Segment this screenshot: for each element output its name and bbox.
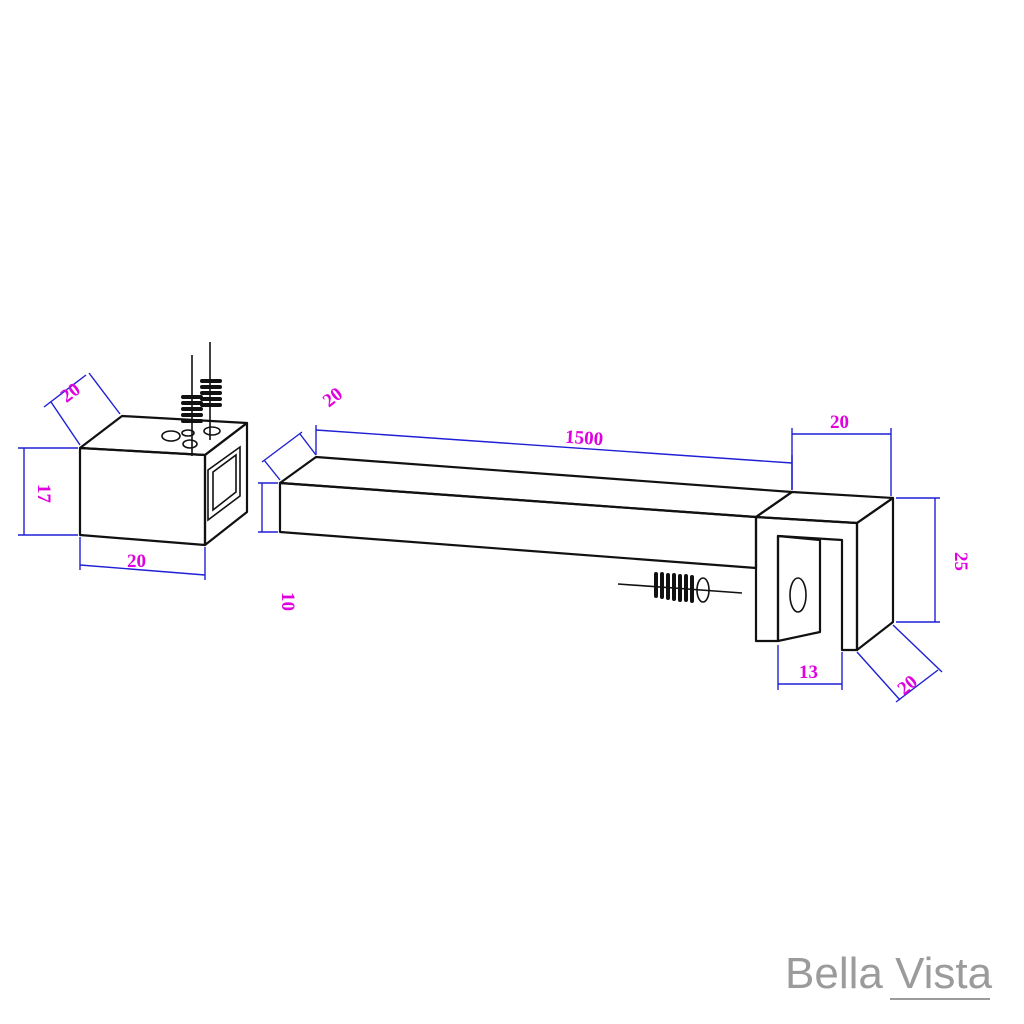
bella-vista-logo: Bella Vista (785, 949, 993, 1000)
dim-line-bracket-height (896, 497, 940, 623)
dim-block-bottom-label: 20 (127, 551, 146, 572)
dim-line-block-height (18, 447, 78, 536)
dim-line-block-bottom (79, 537, 206, 580)
dim-line-bracket-slot (777, 645, 843, 690)
dim-bracket-height-label: 25 (950, 552, 971, 571)
grub-screw-3 (617, 572, 743, 603)
dim-bracket-slot-label: 13 (799, 662, 818, 683)
dim-block-height-label: 17 (33, 484, 54, 504)
dim-arm-length-label: 1500 (564, 427, 603, 451)
grub-screw-2 (200, 342, 222, 440)
dim-line-arm-depth (261, 431, 317, 481)
glass-clamp-bracket (754, 490, 895, 652)
dim-bracket-depth-label: 20 (894, 671, 922, 699)
grub-screw-1 (181, 355, 203, 456)
dim-line-arm-length (315, 425, 793, 490)
dim-line-arm-height (258, 482, 278, 533)
dim-arm-depth-label: 20 (319, 384, 347, 412)
logo-text: Bella Vista (785, 949, 993, 998)
support-arm (278, 455, 794, 570)
dim-line-block-top (43, 372, 121, 446)
dim-line-bracket-depth (856, 624, 943, 703)
wall-block (78, 414, 249, 547)
dim-arm-height-label: 10 (277, 592, 298, 611)
dim-line-bracket-top (791, 428, 892, 496)
dim-block-top-label: 20 (57, 379, 85, 407)
dim-bracket-top-label: 20 (830, 412, 849, 433)
